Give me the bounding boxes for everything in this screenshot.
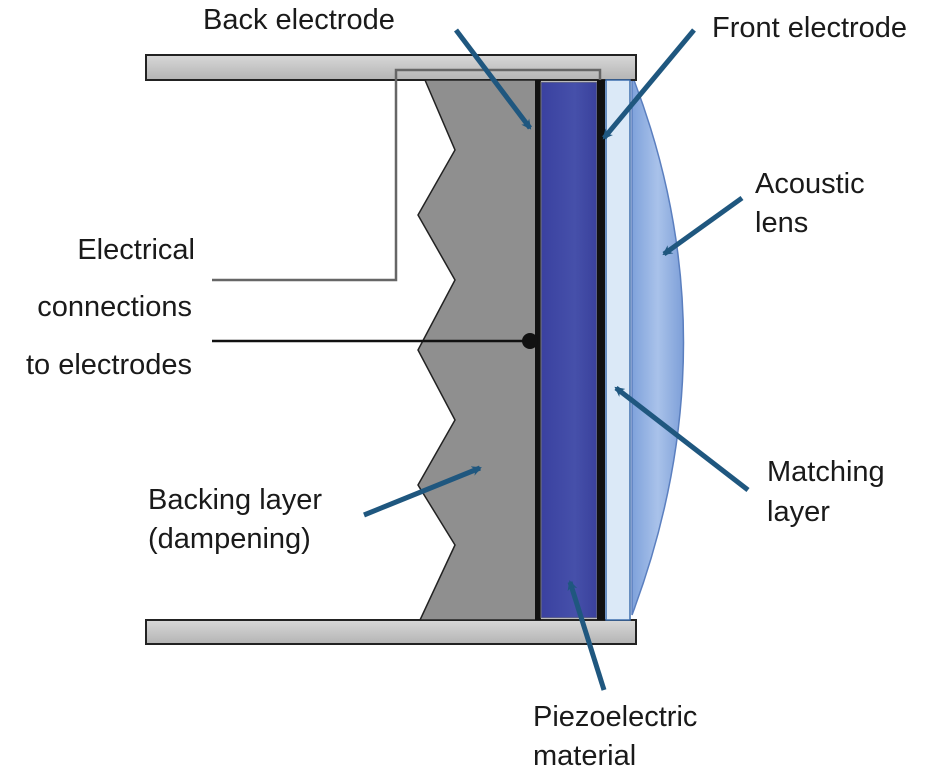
piezoelectric-element (540, 81, 598, 619)
arrow-piezoelectric (567, 580, 607, 691)
label-matching-1: Matching (767, 456, 885, 488)
arrow-back-electrode (454, 28, 532, 130)
acoustic-lens (631, 74, 685, 616)
housing-top (145, 54, 637, 81)
label-back-electrode: Back electrode (203, 4, 395, 36)
matching-layer (605, 79, 631, 621)
label-electrical-3: to electrodes (25, 349, 192, 381)
label-electrical-1: Electrical (77, 234, 195, 266)
arrow-acoustic-lens (662, 195, 744, 257)
label-piezo-1: Piezoelectric (533, 701, 698, 733)
arrow-backing-layer (363, 465, 482, 518)
label-acoustic-lens-2: lens (755, 207, 809, 239)
label-acoustic-lens-1: Acoustic (755, 168, 865, 200)
backing-layer (417, 79, 538, 621)
electrode-contact-dot (522, 333, 538, 349)
front-electrode (597, 80, 605, 620)
electrical-lead-top (212, 68, 602, 282)
label-backing-2: (dampening) (148, 523, 311, 555)
label-piezo-2: material (533, 740, 637, 772)
label-electrical-2: connections (37, 291, 192, 323)
arrow-front-electrode (602, 28, 696, 140)
back-electrode (535, 80, 541, 620)
label-backing-1: Backing layer (148, 484, 323, 516)
label-front-electrode: Front electrode (712, 12, 908, 44)
arrow-matching-layer (614, 386, 750, 492)
label-matching-2: layer (767, 496, 830, 528)
housing-bottom (145, 619, 637, 645)
